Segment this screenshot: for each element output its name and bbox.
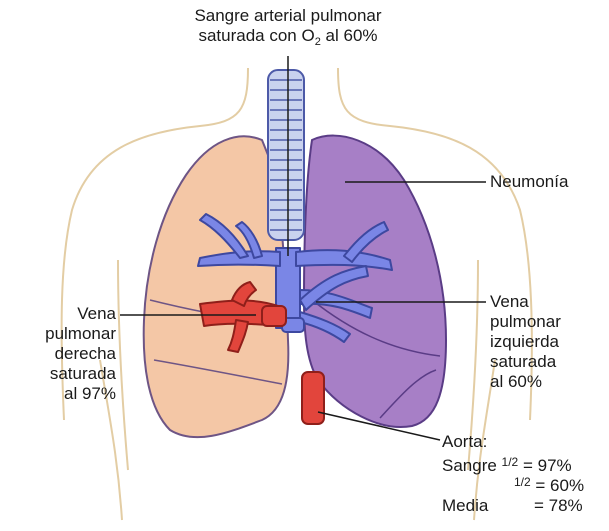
pneumonia-label: Neumonía	[490, 172, 568, 192]
left-vein-line1: Vena	[490, 292, 561, 312]
aorta-row2: 1/2 = 60%	[442, 472, 606, 496]
left-pulmonary-vein-label: Vena pulmonar izquierda saturada al 60%	[490, 292, 561, 392]
left-vein-line2: pulmonar	[490, 312, 561, 332]
arterial-blood-line2-suffix: al 60%	[321, 26, 378, 45]
right-vein-line2: pulmonar	[0, 324, 116, 344]
left-vein-line4: saturada	[490, 352, 561, 372]
right-pulmonary-vein-label: Vena pulmonar derecha saturada al 97%	[0, 304, 116, 404]
aorta-title: Aorta:	[442, 432, 606, 452]
aorta-row1: Sangre 1/2 = 97%	[442, 452, 606, 472]
trachea	[268, 70, 304, 240]
aorta-row3: Media= 78%	[442, 496, 606, 516]
arterial-blood-line1: Sangre arterial pulmonar	[160, 6, 416, 26]
aorta-row2-value: = 60%	[531, 476, 584, 495]
aorta-row1-value: = 97%	[518, 456, 571, 475]
left-vein-line5: al 60%	[490, 372, 561, 392]
aorta-row3-label: Media	[442, 496, 534, 516]
right-vein-line3: derecha	[0, 344, 116, 364]
right-lung	[144, 136, 289, 437]
arterial-blood-line2-text: saturada con O	[198, 26, 314, 45]
aorta-label: Aorta: Sangre 1/2 = 97% 1/2 = 60% Media=…	[442, 432, 606, 516]
pneumonia-text: Neumonía	[490, 172, 568, 192]
right-vein-line1: Vena	[0, 304, 116, 324]
left-vein-line3: izquierda	[490, 332, 561, 352]
arterial-blood-label: Sangre arterial pulmonar saturada con O2…	[160, 6, 416, 52]
aorta-row1-label: Sangre	[442, 456, 502, 475]
aorta-row2-fraction: 1/2	[514, 475, 531, 489]
aorta-row3-value: = 78%	[534, 496, 583, 515]
aorta-segment	[302, 372, 324, 424]
right-vein-line5: al 97%	[0, 384, 116, 404]
right-vein-line4: saturada	[0, 364, 116, 384]
aorta-row1-fraction: 1/2	[502, 455, 519, 469]
arterial-blood-line2: saturada con O2 al 60%	[160, 26, 416, 52]
